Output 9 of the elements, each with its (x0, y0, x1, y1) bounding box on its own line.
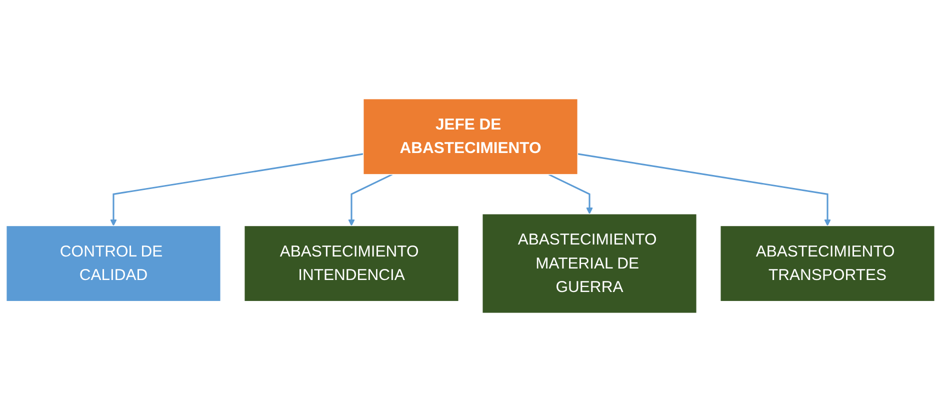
node-box: ABASTECIMIENTO MATERIAL DE GUERRA (482, 213, 698, 314)
node-box: CONTROL DE CALIDAD (6, 225, 222, 302)
node-box: ABASTECIMIENTO INTENDENCIA (244, 225, 460, 302)
arrow (348, 174, 393, 226)
arrow (578, 153, 831, 226)
arrow (110, 153, 364, 226)
node-box: ABASTECIMIENTO TRANSPORTES (720, 225, 936, 302)
node-box: JEFE DE ABASTECIMIENTO (362, 98, 578, 175)
arrow (548, 174, 593, 214)
